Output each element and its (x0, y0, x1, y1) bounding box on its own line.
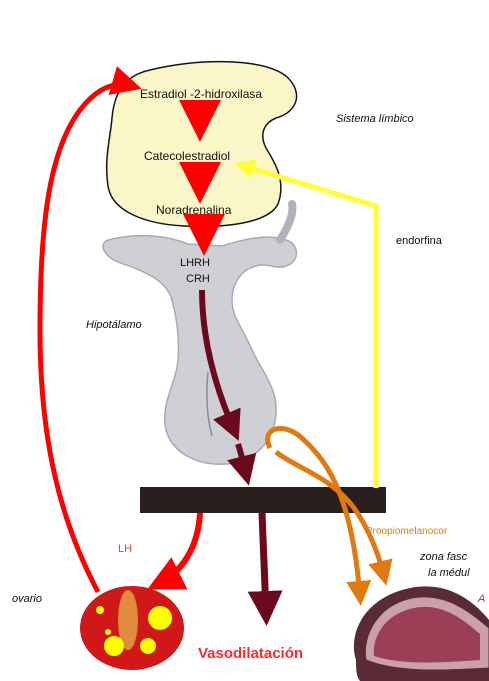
label-ovario: ovario (12, 593, 42, 605)
ovary-follicle-2 (104, 636, 124, 656)
hypothalamus-right-lobe (280, 204, 293, 240)
arrow-vasodilatacion (262, 513, 266, 612)
label-la-medula: la médul (428, 567, 470, 579)
arrow-lh (158, 513, 200, 584)
hypothalamus-shape (103, 236, 296, 465)
label-sistema-limbico: Sistema límbico (336, 113, 414, 125)
label-hipotalamo: Hipotálamo (86, 319, 142, 331)
label-a: A (477, 593, 485, 605)
label-endorfina: endorfina (396, 235, 443, 247)
ovary-follicle-4 (96, 606, 104, 614)
ovary-follicle-3 (140, 638, 156, 654)
label-noradrenalina: Noradrenalina (156, 203, 232, 217)
label-proopiomelanocortina: Proopiomelanocor (366, 526, 448, 537)
label-lhrh: LHRH (180, 257, 210, 269)
ovary-follicle-5 (105, 629, 111, 635)
ovary-follicle-1 (148, 606, 172, 630)
label-catecolestradiol: Catecolestradiol (144, 149, 230, 163)
label-lh: LH (118, 543, 132, 555)
label-vasodilatacion: Vasodilatación (198, 645, 303, 662)
label-estradiol: Estradiol -2-hidroxilasa (140, 87, 262, 101)
label-crh: CRH (186, 273, 210, 285)
label-zona-fasc: zona fasc (419, 551, 468, 563)
